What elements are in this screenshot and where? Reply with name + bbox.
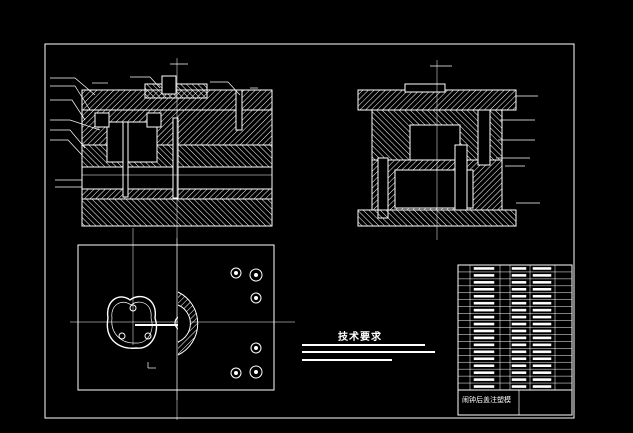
- guide-hole-bl-center: [234, 371, 238, 375]
- parts-list-cell-mark: [511, 294, 527, 298]
- parts-list-cell-mark: [511, 364, 527, 367]
- guide-pin: [235, 89, 243, 131]
- cavity-ejector-2: [144, 332, 152, 340]
- tech-req-heading: 技术要求: [338, 330, 382, 343]
- parts-list-cell-mark: [511, 343, 527, 347]
- parts-list-cell-mark: [511, 308, 527, 312]
- ejector-pin-right: [172, 117, 179, 199]
- parts-list-cell-mark: [511, 315, 527, 319]
- parts-list-cell-mark: [532, 385, 552, 388]
- parts-list-cell-mark: [473, 343, 495, 347]
- parts-list-cell-mark: [532, 294, 552, 298]
- parts-list-cell-mark: [473, 385, 495, 388]
- parts-list-cell-mark: [473, 274, 495, 277]
- mold-cavity: [106, 121, 158, 163]
- parts-list-cell-mark: [511, 329, 527, 333]
- guide-hole-br: [249, 365, 263, 379]
- side-guide-pin: [454, 144, 468, 211]
- parts-list-cell-mark: [511, 301, 527, 305]
- side-view-leaders: [430, 65, 540, 204]
- parts-list-cell-mark: [473, 294, 495, 298]
- guide-hole-tr: [249, 268, 263, 282]
- sprue-bushing: [161, 75, 177, 95]
- screw-hole-r1-center: [254, 296, 258, 300]
- parts-list-cell-mark: [532, 343, 552, 347]
- guide-hole-tl-center: [234, 271, 238, 275]
- front-view-leaders: [50, 63, 258, 188]
- technical-requirements: 技术要求: [302, 330, 435, 361]
- title-block: 闹钟后盖注塑模: [457, 264, 573, 416]
- side-cavity: [409, 124, 461, 161]
- parts-list-cell-mark: [532, 364, 552, 367]
- parts-list-cell-mark: [473, 322, 495, 326]
- parts-list-cell-mark: [511, 385, 527, 388]
- title-block-name: 闹钟后盖注塑模: [462, 395, 511, 404]
- drawing-frame: [44, 43, 575, 419]
- plan-view: [70, 228, 295, 400]
- parts-list-cell-mark: [532, 350, 552, 354]
- parts-list-cell-mark: [532, 315, 552, 319]
- parts-list-cell-mark: [473, 281, 495, 284]
- cavity-inner-outline: [111, 301, 153, 344]
- parts-list-cell-mark: [532, 336, 552, 340]
- parts-list-cell-mark: [473, 371, 495, 374]
- parts-list-grid: [458, 265, 572, 390]
- parts-list-cell-mark: [532, 267, 552, 270]
- parts-list-cell-mark: [532, 329, 552, 333]
- ejector-pin-left: [122, 121, 129, 198]
- side-return-pin: [377, 157, 389, 219]
- parts-list-cell-mark: [473, 336, 495, 340]
- parts-list-cell-mark: [532, 274, 552, 277]
- screw-left: [94, 112, 110, 128]
- screw-right: [146, 112, 162, 128]
- parts-list-cell-mark: [532, 301, 552, 305]
- guide-hole-tl: [230, 267, 242, 279]
- parts-list-cell-mark: [473, 267, 495, 270]
- screw-hole-r2: [250, 342, 262, 354]
- parts-list-cell-mark: [473, 350, 495, 354]
- parts-list-cell-mark: [511, 378, 527, 381]
- cavity-ejector-3: [118, 332, 126, 340]
- parts-list-cell-mark: [532, 281, 552, 284]
- parts-list-cell-mark: [473, 301, 495, 305]
- screw-hole-r2-center: [254, 346, 258, 350]
- parts-list-cell-mark: [473, 308, 495, 312]
- side-support: [477, 109, 491, 166]
- screw-hole-r1: [250, 292, 262, 304]
- cam-segment-inner: [177, 304, 191, 343]
- parts-list-cell-mark: [511, 288, 527, 291]
- cavity-ejector-1: [129, 304, 137, 312]
- parts-list-cell-mark: [473, 329, 495, 333]
- parts-list-cell-mark: [473, 364, 495, 367]
- guide-hole-br-center: [254, 370, 258, 374]
- side-locating-ring: [404, 83, 446, 93]
- plan-outline: [77, 244, 275, 391]
- parts-list-cell-mark: [532, 371, 552, 374]
- parts-list-cell-mark: [473, 357, 495, 361]
- parts-list-cell-mark: [511, 336, 527, 340]
- parts-list-cell-mark: [511, 350, 527, 354]
- guide-hole-tr-center: [254, 273, 258, 277]
- parts-list-cell-mark: [511, 267, 527, 270]
- parts-list-cell-mark: [532, 308, 552, 312]
- parts-list-cell-mark: [511, 274, 527, 277]
- parts-list-cell-mark: [532, 357, 552, 361]
- parts-list-cell-mark: [511, 371, 527, 374]
- guide-hole-bl: [230, 367, 242, 379]
- parts-list-cell-mark: [511, 357, 527, 361]
- parts-list-cell-mark: [473, 315, 495, 319]
- parts-list-cell-mark: [532, 378, 552, 381]
- parts-list-cell-mark: [532, 322, 552, 326]
- parts-list-cell-mark: [473, 378, 495, 381]
- parts-list-cell-mark: [511, 322, 527, 326]
- parts-list-cell-mark: [473, 288, 495, 291]
- title-block-frame: [457, 264, 573, 416]
- parts-list-cell-mark: [532, 288, 552, 291]
- parts-list-cell-mark: [511, 281, 527, 284]
- cavity-outline: [106, 295, 158, 349]
